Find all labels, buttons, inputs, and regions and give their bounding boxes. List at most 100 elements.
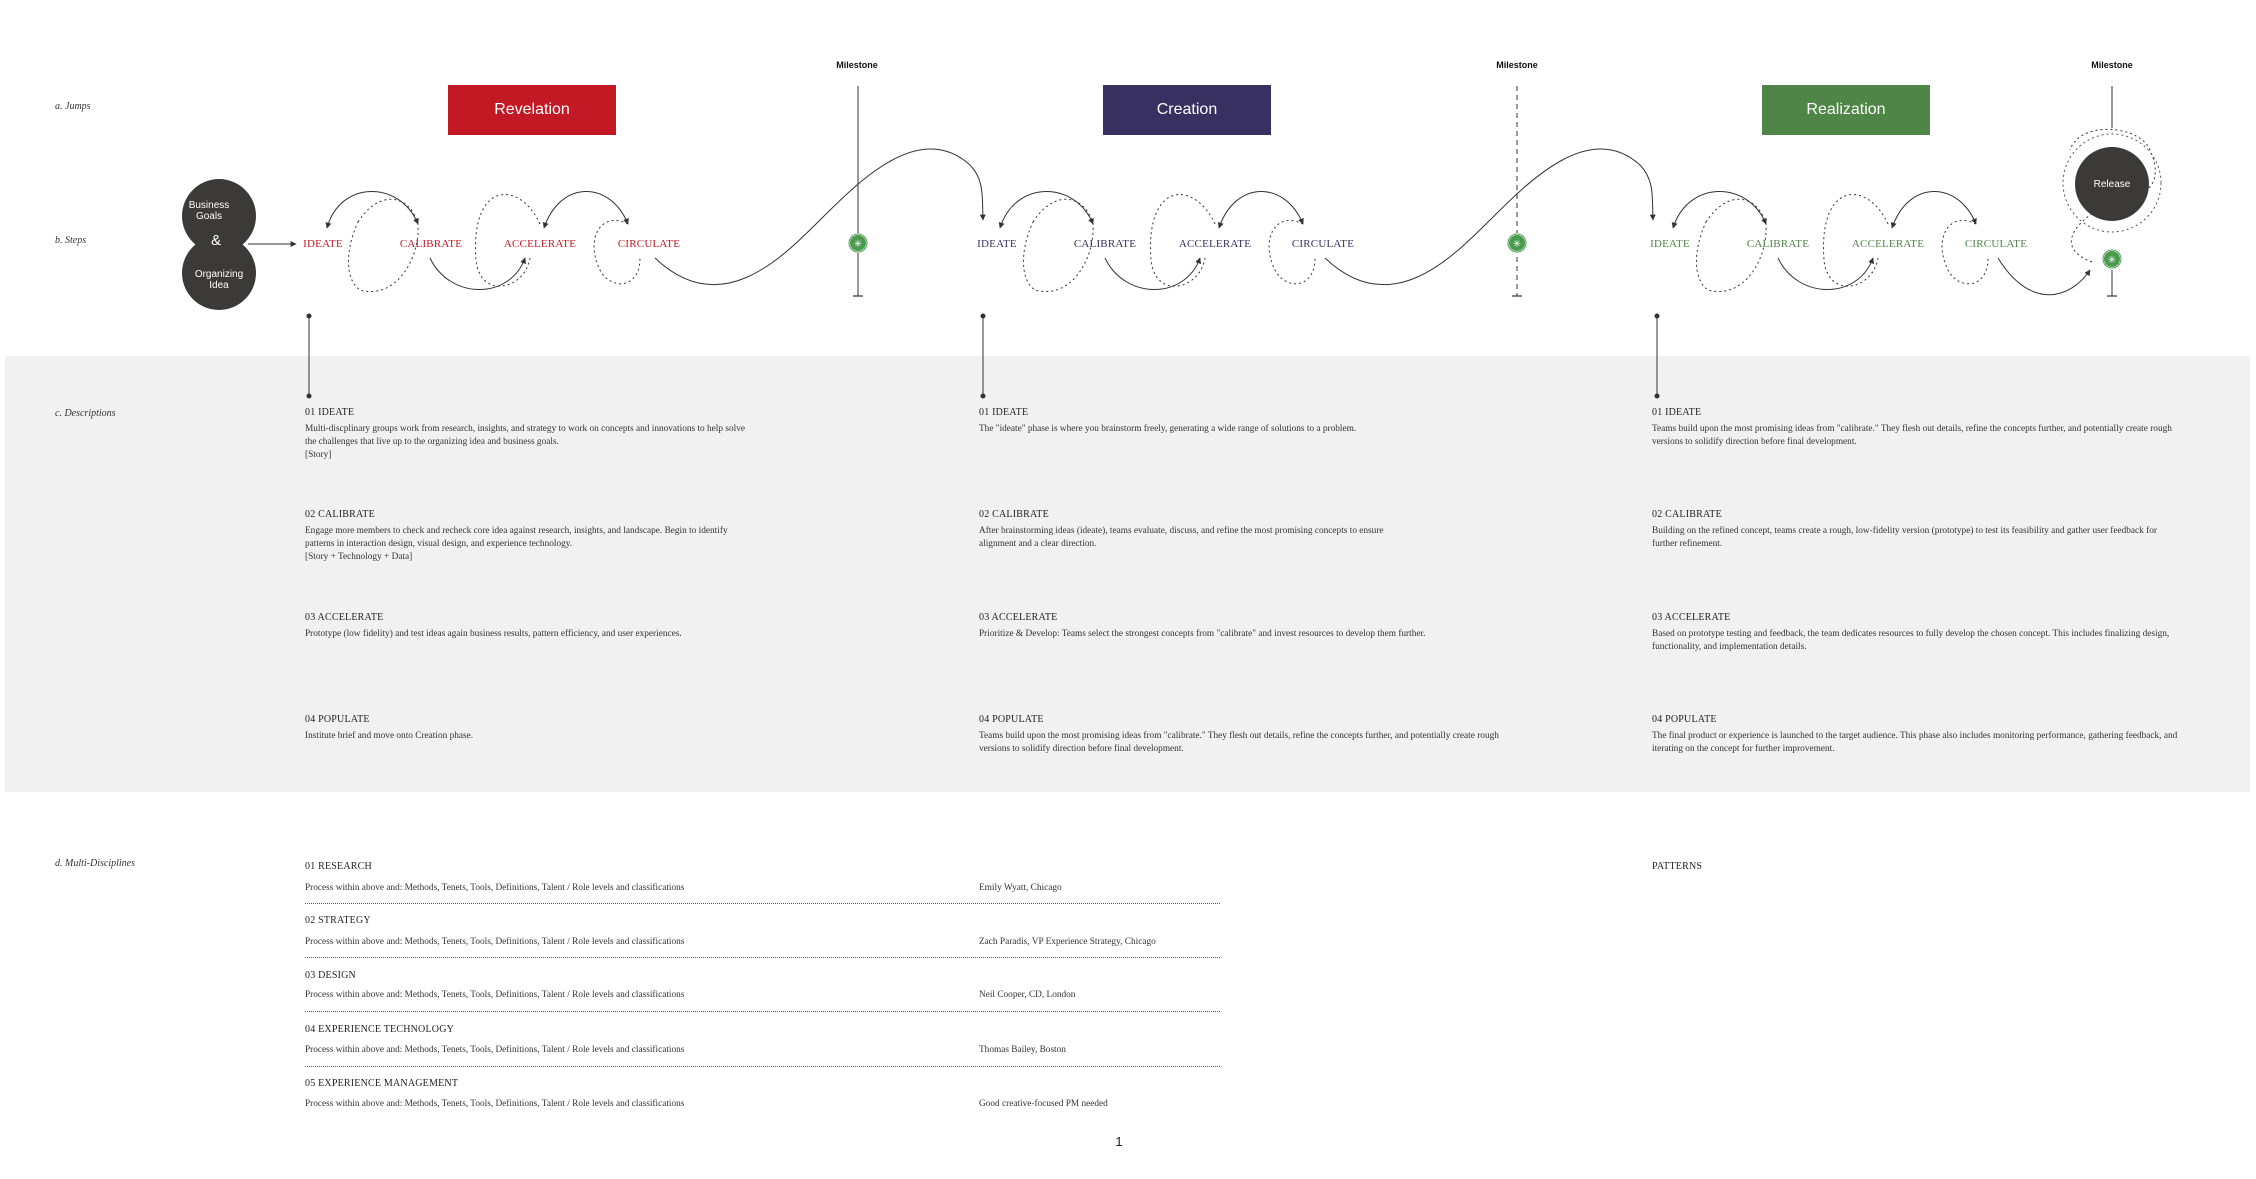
description-title: 03 ACCELERATE bbox=[979, 612, 1058, 623]
milestone-label: Milestone bbox=[836, 60, 878, 70]
milestone-label: Milestone bbox=[2091, 60, 2133, 70]
step-calibrate-realization: CALIBRATE bbox=[1746, 238, 1810, 250]
step-accelerate-creation: ACCELERATE bbox=[1178, 238, 1252, 250]
phase-creation-loops bbox=[998, 148, 1656, 293]
discipline-title: 01 RESEARCH bbox=[305, 861, 372, 872]
description-note: [Story + Technology + Data] bbox=[305, 552, 413, 562]
description-title: 01 IDEATE bbox=[1652, 407, 1702, 418]
divider bbox=[305, 1011, 1220, 1012]
organizing-idea-circle: Organizing Idea bbox=[182, 236, 256, 310]
description-block: 02 CALIBRATE After brainstorming ideas (… bbox=[979, 509, 1419, 551]
discipline-title: 02 STRATEGY bbox=[305, 915, 371, 926]
description-title: 04 POPULATE bbox=[305, 714, 370, 725]
step-circulate-creation: CIRCULATE bbox=[1291, 238, 1355, 250]
description-title: 01 IDEATE bbox=[305, 407, 355, 418]
description-body: Building on the refined concept, teams c… bbox=[1652, 526, 2157, 549]
phase-revelation-loops bbox=[325, 148, 986, 293]
step-circulate-revelation: CIRCULATE bbox=[617, 238, 681, 250]
description-body: After brainstorming ideas (ideate), team… bbox=[979, 526, 1384, 549]
release-ring bbox=[2062, 133, 2162, 233]
description-body: Institute brief and move onto Creation p… bbox=[305, 731, 474, 741]
step-ideate-realization: IDEATE bbox=[1650, 238, 1690, 250]
patterns-label: PATTERNS bbox=[1652, 861, 1703, 872]
step-ideate-creation: IDEATE bbox=[977, 238, 1017, 250]
description-block: 02 CALIBRATE Engage more members to chec… bbox=[305, 509, 745, 564]
step-calibrate-revelation: CALIBRATE bbox=[399, 238, 463, 250]
ampersand: & bbox=[211, 232, 222, 249]
discipline-process: Process within above and: Methods, Tenet… bbox=[305, 990, 685, 1000]
row-label-steps: b. Steps bbox=[55, 235, 87, 246]
step-ideate-revelation: IDEATE bbox=[303, 238, 343, 250]
description-block: 03 ACCELERATE Based on prototype testing… bbox=[1652, 612, 2192, 654]
description-title: 03 ACCELERATE bbox=[305, 612, 384, 623]
step-accelerate-realization: ACCELERATE bbox=[1851, 238, 1925, 250]
description-body: Prototype (low fidelity) and test ideas … bbox=[305, 629, 682, 639]
discipline-owner: Good creative-focused PM needed bbox=[979, 1099, 1108, 1109]
description-block: 03 ACCELERATE Prototype (low fidelity) a… bbox=[305, 612, 745, 641]
description-title: 04 POPULATE bbox=[979, 714, 1044, 725]
step-calibrate-creation: CALIBRATE bbox=[1073, 238, 1137, 250]
description-title: 02 CALIBRATE bbox=[979, 509, 1049, 520]
description-body: Multi-discplinary groups work from resea… bbox=[305, 424, 745, 447]
milestone-marker-1: ✳ bbox=[848, 233, 868, 253]
divider bbox=[305, 957, 1220, 958]
discipline-title: 03 DESIGN bbox=[305, 970, 356, 981]
row-label-jumps: a. Jumps bbox=[55, 101, 91, 112]
step-circulate-realization: CIRCULATE bbox=[1964, 238, 2028, 250]
svg-text:✳: ✳ bbox=[2108, 255, 2116, 266]
milestone-label: Milestone bbox=[1496, 60, 1538, 70]
release-circle: Release bbox=[2075, 147, 2149, 221]
flow-diagram: ✳ ✳ ✳ bbox=[248, 86, 2162, 399]
svg-text:✳: ✳ bbox=[854, 239, 862, 250]
release-label: Release bbox=[2093, 178, 2131, 190]
jump-revelation: Revelation bbox=[448, 85, 616, 135]
discipline-process: Process within above and: Methods, Tenet… bbox=[305, 1099, 685, 1109]
description-title: 03 ACCELERATE bbox=[1652, 612, 1731, 623]
jump-creation: Creation bbox=[1103, 85, 1271, 135]
row-label-multi-disciplines: d. Multi-Disciplines bbox=[55, 858, 135, 869]
description-block: 03 ACCELERATE Prioritize & Develop: Team… bbox=[979, 612, 1519, 641]
phase-realization-loops bbox=[1671, 128, 2156, 296]
description-title: 04 POPULATE bbox=[1652, 714, 1717, 725]
description-title: 01 IDEATE bbox=[979, 407, 1029, 418]
business-goals-label: Business Goals bbox=[188, 200, 230, 222]
page-number: 1 bbox=[1115, 1134, 1123, 1149]
organizing-idea-label: Organizing Idea bbox=[194, 269, 244, 291]
description-body: The final product or experience is launc… bbox=[1652, 731, 2178, 754]
divider bbox=[305, 903, 1220, 904]
description-block: 01 IDEATE The "ideate" phase is where yo… bbox=[979, 407, 1419, 436]
description-block: 04 POPULATE The final product or experie… bbox=[1652, 714, 2192, 756]
discipline-owner: Emily Wyatt, Chicago bbox=[979, 883, 1062, 893]
discipline-owner: Zach Paradis, VP Experience Strategy, Ch… bbox=[979, 937, 1156, 947]
milestone-marker-3: ✳ bbox=[2102, 249, 2122, 269]
description-body: Teams build upon the most promising idea… bbox=[1652, 424, 2172, 447]
description-body: Engage more members to check and recheck… bbox=[305, 526, 728, 549]
description-block: 01 IDEATE Teams build upon the most prom… bbox=[1652, 407, 2182, 449]
description-block: 02 CALIBRATE Building on the refined con… bbox=[1652, 509, 2182, 551]
discipline-owner: Thomas Bailey, Boston bbox=[979, 1045, 1066, 1055]
step-accelerate-revelation: ACCELERATE bbox=[503, 238, 577, 250]
discipline-title: 05 EXPERIENCE MANAGEMENT bbox=[305, 1078, 459, 1089]
description-title: 02 CALIBRATE bbox=[1652, 509, 1722, 520]
description-title: 02 CALIBRATE bbox=[305, 509, 375, 520]
description-note: [Story] bbox=[305, 450, 332, 460]
discipline-title: 04 EXPERIENCE TECHNOLOGY bbox=[305, 1024, 455, 1035]
description-body: Teams build upon the most promising idea… bbox=[979, 731, 1499, 754]
discipline-process: Process within above and: Methods, Tenet… bbox=[305, 883, 685, 893]
divider bbox=[305, 1066, 1220, 1067]
description-block: 04 POPULATE Teams build upon the most pr… bbox=[979, 714, 1499, 756]
descriptions-band bbox=[5, 356, 2250, 792]
description-connectors bbox=[306, 313, 1660, 399]
discipline-owner: Neil Cooper, CD, London bbox=[979, 990, 1076, 1000]
description-block: 04 POPULATE Institute brief and move ont… bbox=[305, 714, 745, 743]
description-body: Prioritize & Develop: Teams select the s… bbox=[979, 629, 1426, 639]
description-body: The "ideate" phase is where you brainsto… bbox=[979, 424, 1357, 434]
discipline-process: Process within above and: Methods, Tenet… bbox=[305, 937, 685, 947]
description-block: 01 IDEATE Multi-discplinary groups work … bbox=[305, 407, 745, 462]
jump-realization: Realization bbox=[1762, 85, 1930, 135]
discipline-process: Process within above and: Methods, Tenet… bbox=[305, 1045, 685, 1055]
svg-text:✳: ✳ bbox=[1513, 239, 1521, 250]
row-label-descriptions: c. Descriptions bbox=[55, 408, 116, 419]
description-body: Based on prototype testing and feedback,… bbox=[1652, 629, 2170, 652]
milestone-marker-2: ✳ bbox=[1507, 233, 1527, 253]
